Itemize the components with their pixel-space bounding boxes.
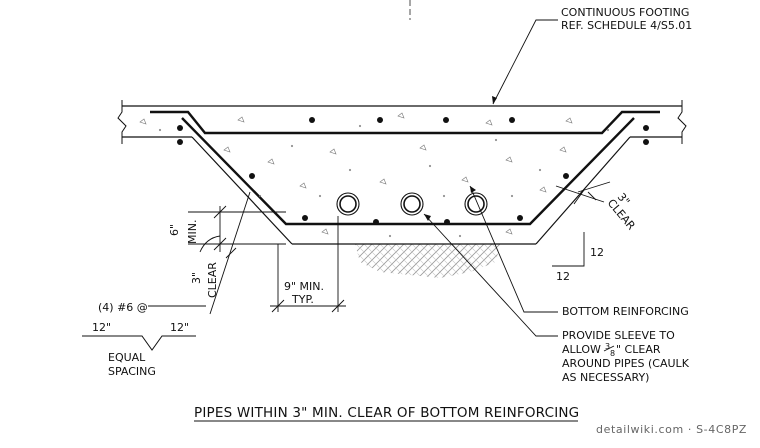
bottom-reinforcing-leader [469, 185, 558, 313]
footing-callout-line1: CONTINUOUS FOOTING [561, 6, 689, 19]
left-clear-a: 3" [190, 272, 203, 284]
left-clear-dimension [199, 191, 251, 315]
sleeve-leader-arrow [424, 214, 431, 221]
right-clear-dimension [555, 181, 611, 205]
nine-min-a: 9" MIN. [284, 280, 324, 293]
nine-min-dimension [270, 216, 346, 313]
sleeve-note-line2-pre: ALLOW [562, 343, 601, 356]
sleeve-note-line1: PROVIDE SLEEVE TO [562, 329, 675, 342]
sleeve-note-line3: AROUND PIPES (CAULK [562, 357, 690, 370]
slope-rise: 12 [590, 246, 604, 259]
break-line-left [117, 100, 127, 144]
six-min-a: 6" [168, 224, 181, 236]
break-line-right [677, 100, 687, 144]
bottom-reinforcing-label: BOTTOM REINFORCING [562, 305, 689, 318]
nine-min-b: TYP. [291, 293, 314, 306]
bottom-reinforcing-bar [181, 117, 635, 226]
slope-run: 12 [556, 270, 570, 283]
sleeve-note-line4: AS NECESSARY) [562, 371, 649, 384]
footing-leader [492, 19, 558, 105]
equal-label: EQUAL [108, 351, 146, 364]
drawing-title: PIPES WITHIN 3" MIN. CLEAR OF BOTTOM REI… [194, 405, 579, 421]
bars-label: (4) #6 @ [98, 301, 148, 314]
equal-spacing-symbol [82, 335, 196, 351]
footing-callout-line2: REF. SCHEDULE 4/S5.01 [561, 19, 692, 32]
six-min-b: MIN. [186, 220, 199, 244]
concrete-aggregate [139, 112, 610, 238]
sleeve-fraction-numerator: 3 [605, 342, 610, 351]
left-six-min-dimension [188, 205, 286, 252]
gravel-fill [355, 244, 500, 278]
sleeve-fraction-denominator: 8 [610, 349, 615, 358]
watermark: detailwiki.com · S-4C8PZ [596, 423, 747, 436]
left-clear-b: CLEAR [206, 262, 219, 298]
sleeve-fraction-bar [603, 345, 615, 352]
pipes [336, 192, 488, 216]
spacing-label: SPACING [108, 365, 156, 378]
top-reinforcing-bar [150, 110, 660, 135]
sleeve-leader [423, 213, 558, 337]
sleeve-note-line2-post: " CLEAR [616, 343, 661, 356]
spacing-right: 12" [170, 321, 189, 334]
bottom-reinforcing-arrow [470, 186, 476, 193]
footing-leader-arrow [492, 96, 497, 104]
spacing-left: 12" [92, 321, 111, 334]
longitudinal-bars [177, 117, 649, 225]
slope-indicator [552, 232, 585, 267]
